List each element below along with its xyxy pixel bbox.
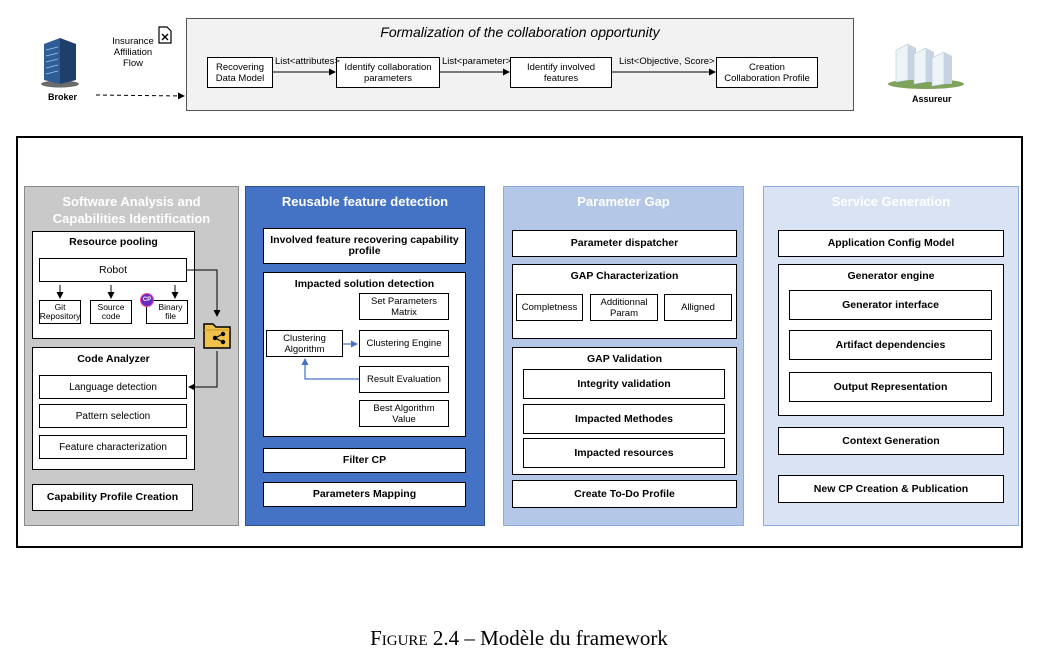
folder-share-icon	[202, 318, 232, 350]
source-code-box: Source code	[90, 300, 132, 324]
broker-building-icon	[40, 36, 80, 88]
capability-profile-creation-box: Capability Profile Creation	[32, 484, 193, 511]
step-recovering-data-model: Recovering Data Model	[207, 57, 273, 88]
gap-validation-title: GAP Validation	[586, 353, 663, 365]
impacted-resources-box: Impacted resources	[523, 438, 725, 468]
language-detection-box: Language detection	[39, 375, 187, 399]
broker-label: Broker	[48, 92, 78, 102]
parameter-dispatcher-box: Parameter dispatcher	[512, 230, 737, 257]
assureur-buildings-icon	[886, 38, 966, 90]
col3-title: Parameter Gap	[577, 194, 670, 209]
impacted-solution-title: Impacted solution detection	[294, 278, 435, 290]
feature-characterization-box: Feature characterization	[39, 435, 187, 459]
clustering-algorithm-box: Clustering Algorithm	[266, 330, 343, 357]
edge-label-attributes: List<attributes>	[275, 56, 340, 67]
application-config-model-box: Application Config Model	[778, 230, 1004, 257]
arrow-broker-flow	[95, 92, 185, 100]
framework-frame	[16, 136, 1023, 548]
arrow-result-algorithm	[301, 358, 359, 380]
edge-label-parameter: List<parameter>	[442, 56, 512, 67]
clustering-engine-box: Clustering Engine	[359, 330, 449, 357]
resource-pooling-title: Resource pooling	[69, 236, 158, 248]
assureur-label: Assureur	[912, 94, 952, 104]
artifact-dependencies-box: Artifact dependencies	[789, 330, 992, 360]
step-creation-collaboration-profile: Creation Collaboration Profile	[716, 57, 818, 88]
binary-file-box: Binary file	[146, 300, 188, 324]
completness-box: Completness	[516, 294, 583, 321]
edge-label-objective-score: List<Objective, Score>	[619, 56, 715, 67]
git-repository-box: Git Repository	[39, 300, 81, 324]
robot-box: Robot	[39, 258, 187, 282]
formalization-title: Formalization of the collaboration oppor…	[380, 24, 660, 40]
col4-title: Service Generation	[831, 194, 951, 209]
best-algorithm-value-box: Best Algorithm Value	[359, 400, 449, 427]
pattern-selection-box: Pattern selection	[39, 404, 187, 428]
additional-param-box: Additionnal Param	[590, 294, 658, 321]
parameters-mapping-box: Parameters Mapping	[263, 482, 466, 507]
insurance-flow-label: Insurance Affiliation Flow	[112, 36, 154, 69]
impacted-methodes-box: Impacted Methodes	[523, 404, 725, 434]
integrity-validation-box: Integrity validation	[523, 369, 725, 399]
filter-cp-box: Filter CP	[263, 448, 466, 473]
generator-interface-box: Generator interface	[789, 290, 992, 320]
figure-caption: Figure 2.4 – Modèle du framework	[0, 626, 1038, 651]
step-identify-involved-features: Identify involved features	[510, 57, 612, 88]
involved-feature-box: Involved feature recovering capability p…	[263, 228, 466, 264]
step-identify-collaboration-parameters: Identify collaboration parameters	[336, 57, 440, 88]
col1-title: Software Analysis and Capabilities Ident…	[52, 194, 211, 226]
code-analyzer-title: Code Analyzer	[77, 353, 150, 365]
figure-word: Figure	[370, 626, 428, 650]
caption-text: 2.4 – Modèle du framework	[432, 626, 668, 650]
output-representation-box: Output Representation	[789, 372, 992, 402]
context-generation-box: Context Generation	[778, 427, 1004, 455]
set-parameters-matrix-box: Set Parameters Matrix	[359, 293, 449, 320]
gap-characterization-title: GAP Characterization	[570, 270, 679, 282]
create-todo-profile-box: Create To-Do Profile	[512, 480, 737, 508]
col2-title: Reusable feature detection	[281, 194, 449, 209]
new-cp-creation-box: New CP Creation & Publication	[778, 475, 1004, 503]
result-evaluation-box: Result Evaluation	[359, 366, 449, 393]
document-x-icon	[158, 26, 172, 44]
arrow-folder-language	[188, 351, 218, 391]
generator-engine-title: Generator engine	[847, 270, 935, 282]
cp-badge-icon: CP	[140, 293, 154, 307]
arrow-robot-folder	[187, 269, 221, 317]
alligned-box: Alligned	[664, 294, 732, 321]
